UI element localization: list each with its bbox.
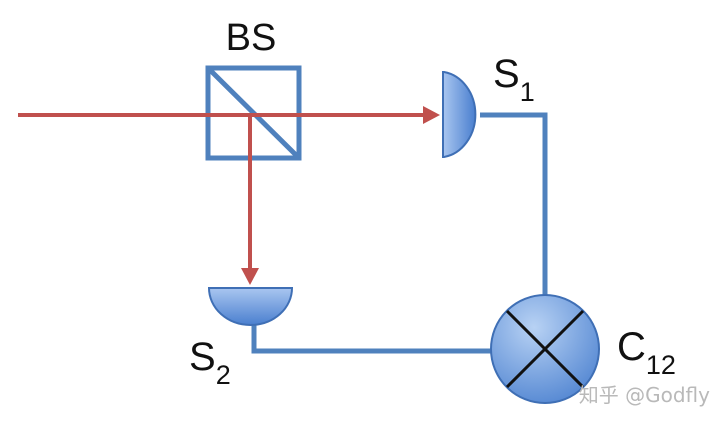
detector-s1 <box>442 71 477 158</box>
wire-s2-to-correlator <box>251 323 493 354</box>
input-beam-arrowhead <box>423 106 440 124</box>
reflected-beam-arrowhead <box>241 268 259 285</box>
watermark: 知乎 @Godfly <box>579 383 710 407</box>
correlator-c12 <box>490 294 600 404</box>
detector-s2-label-sub: 2 <box>216 360 231 390</box>
detector-s1-label-sub: 1 <box>520 77 535 107</box>
detector-s2-label: S2 <box>189 335 231 390</box>
correlator-label-sub: 12 <box>646 350 676 380</box>
beam-splitter-label: BS <box>226 17 277 59</box>
correlator-label-main: C <box>617 325 646 369</box>
detector-s2 <box>207 287 294 326</box>
wire-s1-to-correlator <box>480 112 548 296</box>
detector-s2-label-main: S <box>189 335 216 379</box>
detector-s1-label: S1 <box>493 52 535 107</box>
detector-s1-label-main: S <box>493 52 520 96</box>
correlator-label: C12 <box>617 325 676 380</box>
